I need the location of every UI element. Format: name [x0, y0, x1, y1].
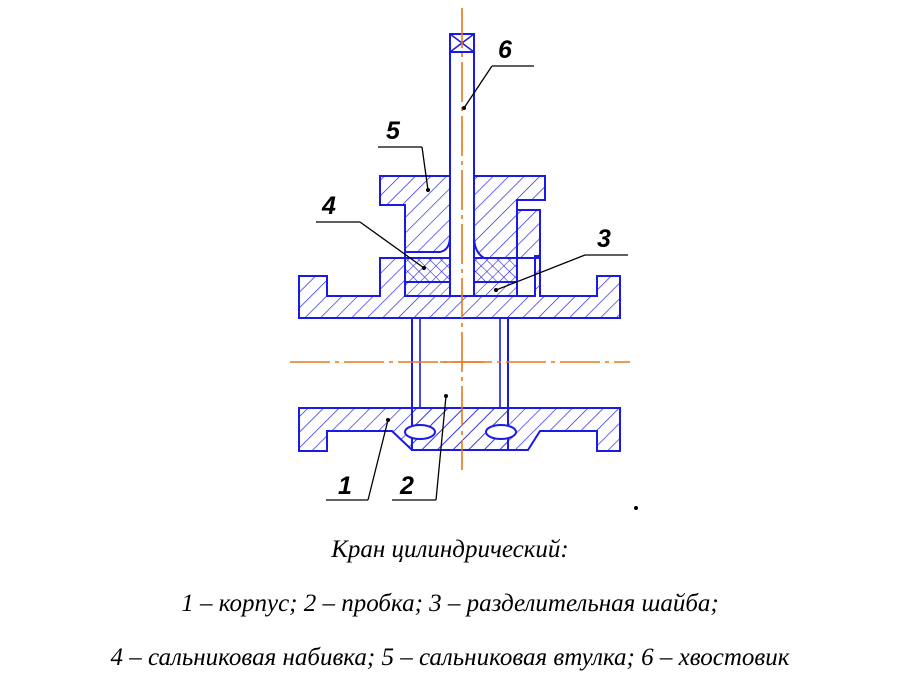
callout-4: 4 — [321, 192, 336, 220]
stray-mark — [634, 506, 638, 510]
leader-4 — [359, 221, 425, 269]
leader-2 — [435, 395, 447, 501]
plug-hole-left — [404, 424, 436, 440]
packing-left-cross — [405, 258, 450, 282]
gland-bushing-body-right — [516, 209, 541, 259]
caption-legend-line-2: 4 – сальниковая набивка; 5 – сальниковая… — [110, 644, 790, 671]
packing-right-cross — [474, 258, 517, 282]
caption-legend-line-1: 1 – корпус; 2 – пробка; 3 – разделительн… — [181, 590, 719, 617]
leader-2-dot — [444, 394, 448, 398]
plug-hole-right — [485, 424, 517, 440]
leader-1-dot — [386, 418, 390, 422]
caption-title: Кран цилиндрический: — [331, 536, 569, 563]
leader-3 — [495, 254, 586, 291]
leader-4-dot — [422, 266, 426, 270]
leader-6-dot — [462, 106, 466, 110]
callout-2: 2 — [399, 472, 414, 500]
valve-drawing: 6 5 4 3 1 2 — [290, 8, 638, 510]
leader-1 — [367, 419, 389, 501]
washer-left — [404, 281, 451, 297]
callout-6: 6 — [498, 36, 513, 64]
leader-3-dot — [494, 288, 498, 292]
callout-3: 3 — [597, 225, 611, 253]
leader-5 — [421, 146, 429, 191]
leader-6 — [463, 65, 493, 109]
callout-5: 5 — [386, 117, 401, 145]
callout-1: 1 — [338, 472, 352, 500]
leader-5-dot — [426, 188, 430, 192]
gland-bushing-left — [379, 175, 451, 258]
